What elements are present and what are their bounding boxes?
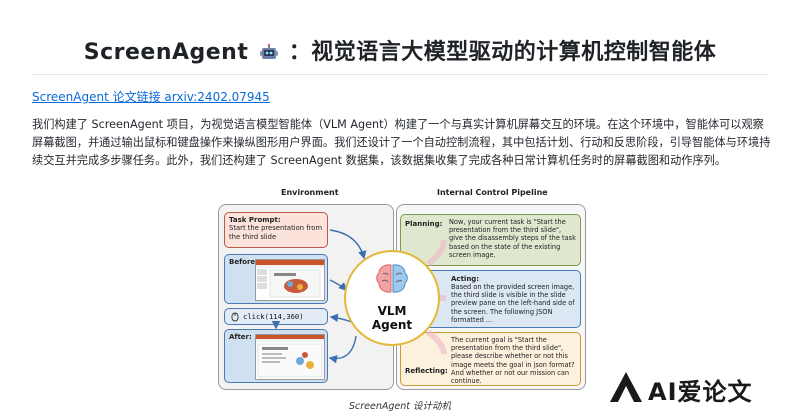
task-prompt-box: Task Prompt: Start the presentation from…: [224, 212, 328, 248]
screenagent-figure: Environment Internal Control Pipeline Ta…: [218, 188, 586, 392]
action-code-box: click(114,360): [224, 308, 328, 325]
reflecting-label: Reflecting:: [405, 367, 448, 375]
watermark-logo-icon: [608, 370, 644, 410]
planning-label: Planning:: [405, 220, 443, 228]
before-label: Before:: [229, 258, 258, 266]
reflecting-text: The current goal is "Start the presentat…: [451, 336, 575, 386]
page-title: ScreenAgent ：视觉语言大模型驱动的计算机控制智能体: [0, 34, 800, 68]
after-screen-image: [255, 334, 325, 380]
intro-paragraph: 我们构建了 ScreenAgent 项目，为视觉语言模型智能体（VLM Agen…: [32, 118, 771, 167]
reflecting-box: Reflecting: The current goal is "Start t…: [400, 332, 581, 386]
pipeline-heading: Internal Control Pipeline: [434, 188, 551, 197]
before-screenshot-box: Before:: [224, 254, 328, 304]
before-screen-image: [255, 259, 325, 301]
vlm-agent-node: VLM Agent: [344, 250, 440, 346]
planning-text: Now, your current task is "Start the pre…: [449, 218, 576, 259]
vlm-agent-label: VLM Agent: [346, 304, 438, 332]
environment-heading: Environment: [278, 188, 342, 197]
title-text-start: ScreenAgent: [83, 40, 249, 65]
mouse-click-icon: [230, 312, 240, 327]
planning-box: Planning: Now, your current task is "Sta…: [400, 214, 581, 266]
watermark: AI爱论文: [608, 366, 798, 412]
title-text-end: ：视觉语言大模型驱动的计算机控制智能体: [288, 40, 717, 65]
task-prompt-text: Start the presentation from the third sl…: [229, 224, 323, 241]
vlm-agent-label-line1: VLM: [377, 304, 407, 318]
watermark-text: AI爱论文: [648, 378, 753, 406]
paper-link[interactable]: ScreenAgent 论文链接 arxiv:2402.07945: [32, 90, 270, 104]
title-divider: [32, 74, 768, 75]
acting-label: Acting:: [451, 275, 480, 283]
robot-icon: [259, 43, 279, 68]
after-screenshot-box: After:: [224, 329, 328, 383]
after-label: After:: [229, 333, 252, 341]
acting-text: Based on the provided screen image, the …: [451, 283, 575, 324]
task-prompt-label: Task Prompt:: [229, 216, 281, 224]
brain-icon: [374, 262, 410, 300]
vlm-agent-label-line2: Agent: [371, 318, 413, 332]
action-code: click(114,360): [243, 312, 304, 321]
figure-caption: ScreenAgent 设计动机: [348, 401, 451, 412]
